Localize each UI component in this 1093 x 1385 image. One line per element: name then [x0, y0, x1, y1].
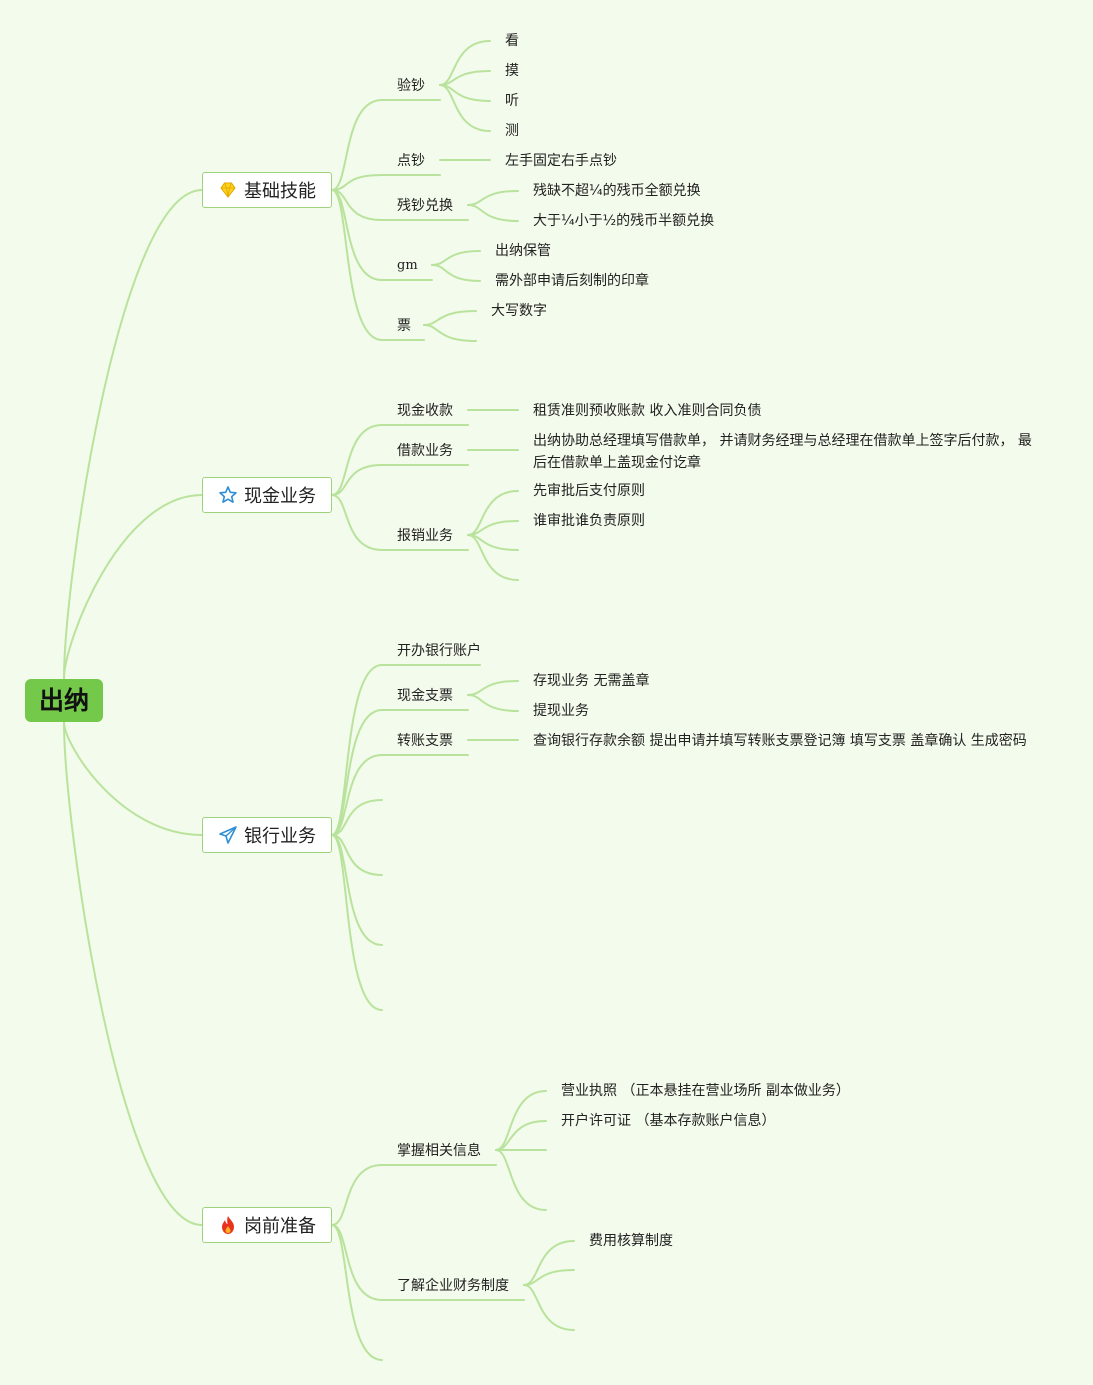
branch-connector: [331, 1224, 383, 1361]
leaf-connector: [467, 534, 519, 581]
leaf-cashier-keep[interactable]: 出纳保管: [495, 243, 551, 259]
subtopic-count-cash[interactable]: 点钞: [397, 153, 425, 169]
leaf-connector: [467, 204, 519, 222]
subtopic-finance-system[interactable]: 了解企业财务制度: [397, 1278, 509, 1294]
send-icon: [218, 825, 238, 845]
subtopic-verify-cash[interactable]: 验钞: [397, 78, 425, 94]
leaf-connector: [439, 40, 491, 86]
leaf-connector: [467, 520, 519, 536]
leaf-deposit[interactable]: 存现业务 无需盖章: [533, 673, 650, 689]
root-topic[interactable]: 出纳: [25, 679, 103, 722]
fire-icon: [218, 1215, 238, 1235]
root-connector-b0: [63, 189, 203, 680]
leaf-connector: [439, 70, 491, 86]
leaf-touch[interactable]: 摸: [505, 63, 519, 79]
branch-connector: [331, 834, 383, 876]
leaf-transfer-process[interactable]: 查询银行存款余额 提出申请并填写转账支票登记簿 填写支票 盖章确认 生成密码: [533, 733, 1027, 749]
leaf-expense-accounting[interactable]: 费用核算制度: [589, 1233, 673, 1249]
leaf-connector: [439, 84, 491, 102]
subtopic-open-account[interactable]: 开办银行账户: [397, 643, 481, 659]
branch-connector: [331, 754, 383, 836]
subtopic-loan[interactable]: 借款业务: [397, 443, 453, 459]
leaf-connector: [467, 190, 519, 206]
subtopic-damaged-exchange[interactable]: 残钞兑换: [397, 198, 453, 214]
branch-connector: [331, 834, 383, 1011]
leaf-connector: [467, 680, 519, 696]
leaf-connector: [523, 1240, 575, 1286]
leaf-withdraw[interactable]: 提现业务: [533, 703, 589, 719]
subtopic-ticket[interactable]: 票: [397, 318, 411, 334]
leaf-connector: [523, 1269, 575, 1286]
subtopic-gm[interactable]: gm: [397, 258, 418, 273]
leaf-loan-process[interactable]: 出纳协助总经理填写借款单， 并请财务经理与总经理在借款单上签字后付款， 最后在借…: [533, 433, 1032, 471]
leaf-account-permit[interactable]: 开户许可证 （基本存款账户信息）: [561, 1113, 776, 1129]
branch-connector: [331, 1164, 383, 1226]
topic-basic-skills[interactable]: 基础技能: [202, 172, 332, 208]
root-connector-b1: [63, 494, 203, 680]
leaf-lease-standard[interactable]: 租赁准则预收账款 收入准则合同负债: [533, 403, 762, 419]
leaf-half-exchange[interactable]: 大于¼小于½的残币半额兑换: [533, 213, 715, 229]
leaf-external-seal[interactable]: 需外部申请后刻制的印章: [495, 273, 649, 289]
leaf-connector: [423, 324, 477, 342]
leaf-connector: [467, 490, 519, 536]
topic-cash-business[interactable]: 现金业务: [202, 477, 332, 513]
branch-connector: [331, 424, 383, 496]
branch-connector: [331, 99, 383, 191]
leaf-connector: [495, 1149, 547, 1211]
subtopic-cash-check[interactable]: 现金支票: [397, 688, 453, 704]
subtopic-master-info[interactable]: 掌握相关信息: [397, 1143, 481, 1159]
leaf-full-exchange[interactable]: 残缺不超¼的残币全额兑换: [533, 183, 701, 199]
topic-label: 银行业务: [244, 826, 316, 847]
leaf-count-method[interactable]: 左手固定右手点钞: [505, 153, 617, 169]
subtopic-cash-receipt[interactable]: 现金收款: [397, 403, 453, 419]
leaf-connector: [439, 84, 491, 132]
topic-label: 基础技能: [244, 181, 316, 202]
leaf-listen[interactable]: 听: [505, 93, 519, 109]
topic-pre-job[interactable]: 岗前准备: [202, 1207, 332, 1243]
leaf-approver-responsible[interactable]: 谁审批谁负责原则: [533, 513, 645, 529]
leaf-connector: [467, 694, 519, 712]
topic-label: 岗前准备: [244, 1216, 316, 1237]
leaf-capital-numbers[interactable]: 大写数字: [491, 303, 547, 319]
topic-bank-business[interactable]: 银行业务: [202, 817, 332, 853]
branch-connector: [331, 664, 383, 836]
leaf-connector: [523, 1284, 575, 1331]
root-connector-b2: [63, 721, 203, 836]
branch-connector: [331, 799, 383, 836]
branch-connector: [331, 494, 383, 551]
diamond-icon: [218, 180, 238, 200]
leaf-look[interactable]: 看: [505, 33, 519, 49]
leaf-connector: [467, 534, 519, 551]
topic-label: 现金业务: [244, 486, 316, 507]
branch-connector: [331, 174, 383, 191]
branch-connector: [331, 189, 383, 221]
branch-connector: [331, 709, 383, 836]
leaf-connector: [431, 250, 481, 266]
leaf-connector: [423, 310, 477, 326]
leaf-business-license[interactable]: 营业执照 （正本悬挂在营业场所 副本做业务）: [561, 1083, 850, 1099]
leaf-connector: [431, 264, 481, 282]
branch-connector: [331, 189, 383, 341]
subtopic-reimbursement[interactable]: 报销业务: [397, 528, 453, 544]
leaf-test[interactable]: 测: [505, 123, 519, 139]
branch-connector: [331, 464, 383, 496]
root-connector-b3: [63, 721, 203, 1226]
leaf-approve-first[interactable]: 先审批后支付原则: [533, 483, 645, 499]
subtopic-transfer-check[interactable]: 转账支票: [397, 733, 453, 749]
star-icon: [218, 485, 238, 505]
